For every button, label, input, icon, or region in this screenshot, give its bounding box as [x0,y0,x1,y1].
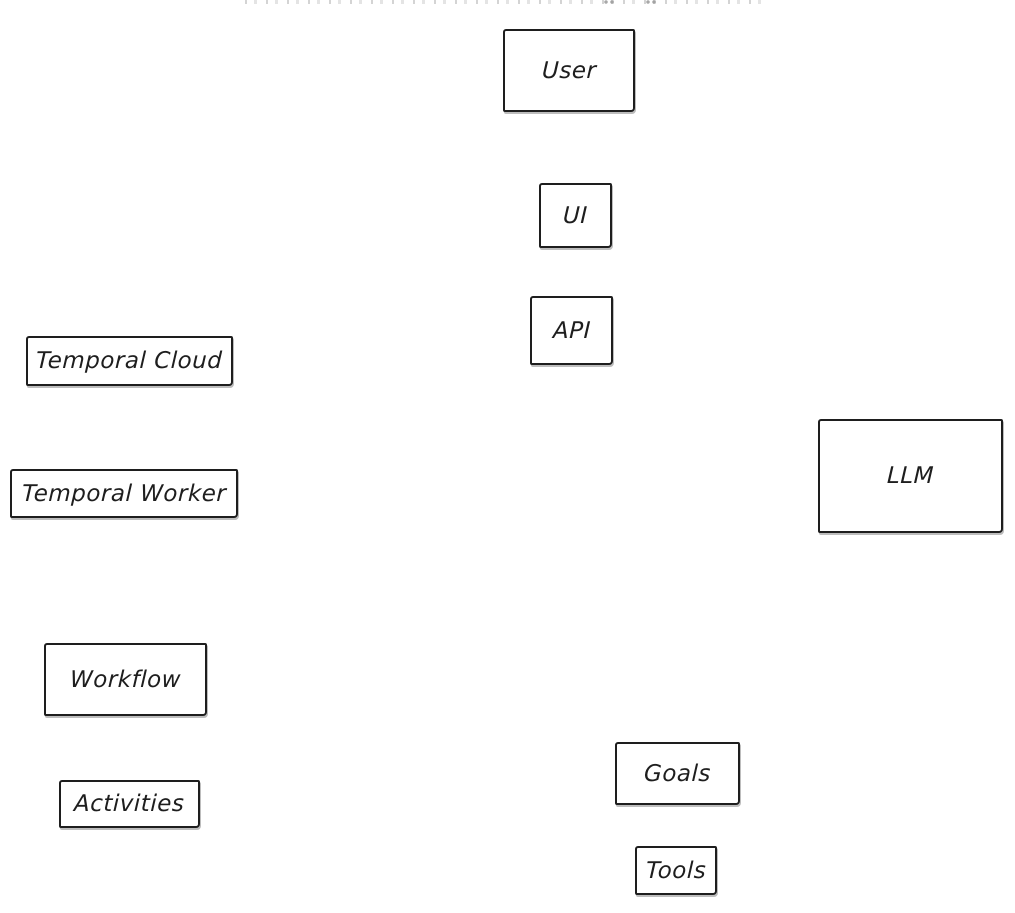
api-node[interactable]: API [530,296,613,365]
temporal-cloud-node[interactable]: Temporal Cloud [26,336,233,386]
clipped-caption-fragment [245,0,770,4]
clipped-caption-descender-marks [603,0,615,4]
ui-node[interactable]: UI [539,183,612,248]
node-label: UI [562,202,589,229]
goals-node[interactable]: Goals [615,742,740,805]
node-label: Temporal Worker [21,480,227,507]
user-node[interactable]: User [503,29,635,112]
node-label: Workflow [69,666,182,693]
tools-node[interactable]: Tools [635,846,717,895]
workflow-node[interactable]: Workflow [44,643,207,716]
temporal-worker-node[interactable]: Temporal Worker [10,469,238,518]
node-label: User [541,57,597,84]
clipped-caption-descender-marks [645,0,657,4]
node-label: Temporal Cloud [35,348,224,374]
llm-node[interactable]: LLM [818,419,1003,533]
activities-node[interactable]: Activities [59,780,200,828]
node-label: Activities [73,791,186,817]
node-label: API [552,317,591,344]
node-label: Goals [643,760,712,787]
node-label: Tools [645,857,707,884]
node-label: LLM [886,463,935,489]
